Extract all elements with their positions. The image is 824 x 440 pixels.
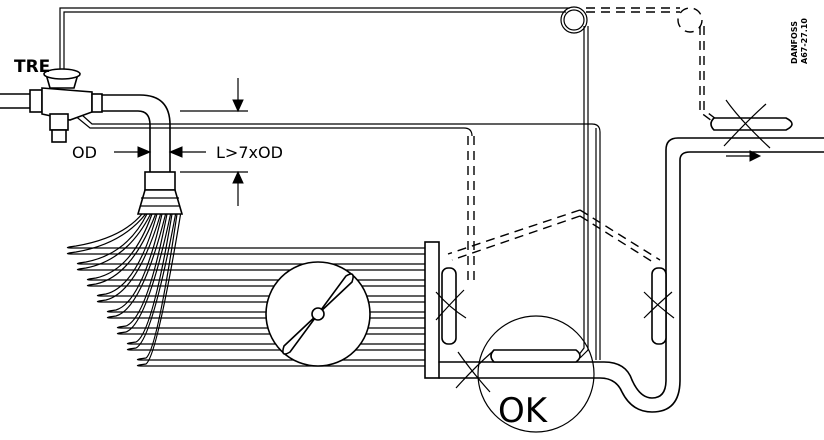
distributor-tube — [96, 213, 212, 297]
evaporator-fan — [265, 261, 371, 367]
external-equalizer-line — [67, 105, 601, 360]
distributor-tube — [86, 213, 212, 281]
distributor-tube — [86, 213, 212, 287]
distributor — [136, 171, 184, 215]
bulb-top-right-wrong — [710, 99, 793, 149]
distributor-tube — [106, 213, 212, 319]
manufacturer-stamp: DANFOSS A67-27.10 — [790, 18, 809, 64]
distributor-tube — [126, 213, 212, 351]
distributor-tube — [126, 213, 212, 345]
length-rule-label: L>7xOD — [216, 143, 283, 162]
drawing-ref-label: A67-27.10 — [800, 18, 809, 64]
flow-direction-arrow — [726, 150, 762, 162]
manufacturer-label: DANFOSS — [790, 21, 799, 64]
distributor-tube — [136, 213, 212, 361]
distributor-tube — [76, 213, 212, 271]
valve-outlet-pipe — [101, 94, 171, 173]
distributor-tube — [66, 213, 212, 255]
od-dimension — [114, 146, 206, 158]
bulb-vertical-left-wrong — [435, 267, 467, 345]
bulb-vertical-right-wrong — [643, 267, 675, 345]
distributor-tube — [136, 213, 212, 367]
capillary-dashed-branches — [447, 136, 661, 280]
length-dimension — [180, 78, 248, 206]
valve-label: TRE — [14, 57, 50, 77]
distributor-tubes — [66, 213, 212, 367]
bulb-horizontal-left-wrong-mark — [455, 351, 493, 393]
bulb-correct-position — [477, 315, 595, 433]
ok-label: OK — [498, 391, 549, 431]
suction-line — [438, 137, 824, 413]
distributor-tube — [116, 213, 212, 329]
coil-header-plate — [424, 241, 440, 379]
od-label: OD — [72, 143, 97, 162]
distributor-tube — [66, 213, 212, 249]
distributor-tube — [106, 213, 212, 313]
distributor-tube — [116, 213, 212, 335]
distributor-tube — [96, 213, 212, 303]
thermostatic-expansion-valve — [41, 68, 103, 143]
liquid-inlet-pipe — [0, 89, 43, 113]
capillary-dashed-top-right — [586, 7, 721, 125]
distributor-tube — [76, 213, 212, 265]
